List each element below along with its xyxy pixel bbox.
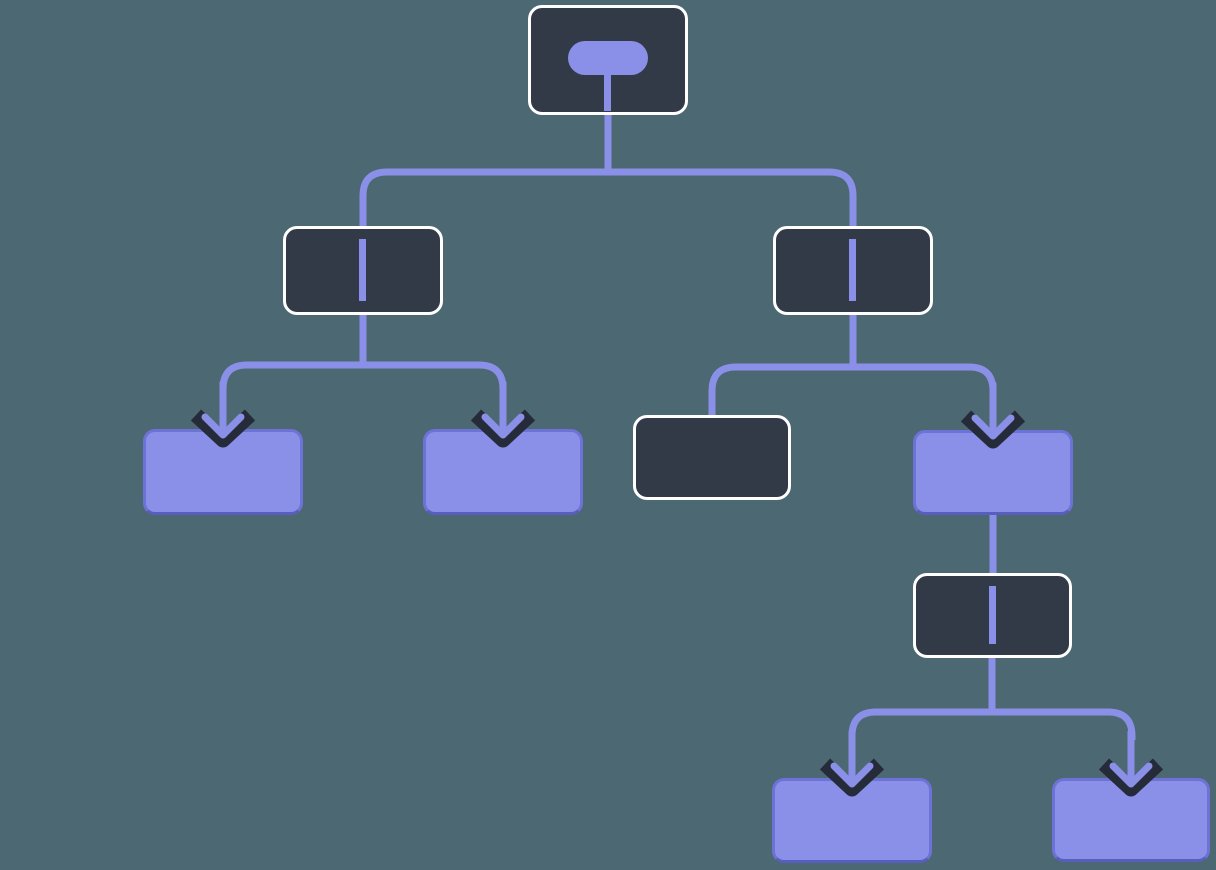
pill-icon — [567, 41, 648, 75]
pass-through-line — [988, 586, 996, 644]
arrow-down-icon — [960, 382, 1026, 449]
node-junction-left[interactable] — [283, 226, 443, 315]
connector-path — [708, 363, 997, 420]
pill-stem — [604, 72, 611, 111]
chevron-arrow-purple — [971, 382, 1015, 440]
chevron-outline-dark — [960, 410, 1026, 449]
chevron-arrow-purple — [830, 730, 874, 788]
arrow-down-icon — [1098, 730, 1164, 797]
chevron-arrow-purple — [1109, 730, 1153, 788]
chevron-arrow-purple — [481, 381, 525, 439]
pass-through-line — [359, 239, 366, 301]
arrow-down-icon — [190, 381, 256, 448]
node-junction-right[interactable] — [773, 226, 933, 315]
chevron-outline-dark — [190, 409, 256, 448]
connector-path — [219, 361, 507, 391]
node-plain-box[interactable] — [633, 415, 791, 500]
node-root[interactable] — [528, 5, 688, 115]
chevron-outline-dark — [1098, 758, 1164, 797]
connector-path — [848, 708, 1136, 740]
arrow-down-icon — [819, 730, 885, 797]
chevron-outline-dark — [470, 409, 536, 448]
chevron-arrow-purple — [201, 381, 245, 439]
pass-through-line — [849, 239, 856, 301]
node-junction-bottom[interactable] — [913, 573, 1072, 658]
chevron-outline-dark — [819, 758, 885, 797]
connector-path — [359, 168, 857, 230]
arrow-down-icon — [470, 381, 536, 448]
